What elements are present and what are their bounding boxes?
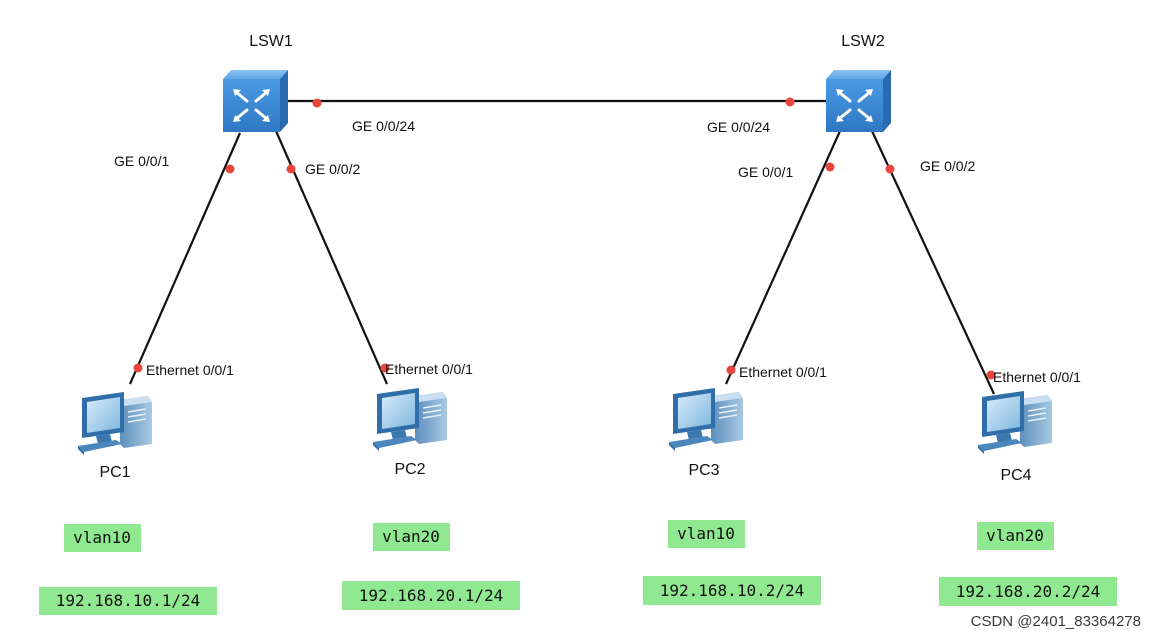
pc-icon <box>372 387 448 452</box>
vlan-tag-bg <box>373 523 450 551</box>
pc-pc3[interactable]: Ethernet 0/0/1 PC3 vlan10 192.168.10.2/2… <box>643 364 827 605</box>
pc-pc2[interactable]: Ethernet 0/0/1 PC2 vlan20 192.168.20.1/2… <box>342 361 520 610</box>
switch-lsw1[interactable]: LSW1 <box>221 33 293 134</box>
pc-port-label: Ethernet 0/0/1 <box>385 361 473 377</box>
vlan-tag: vlan10 <box>677 524 735 543</box>
pc-name: PC3 <box>688 462 719 479</box>
link-lsw1-pc1 <box>128 132 242 385</box>
pc-name: PC4 <box>1000 467 1031 484</box>
pc-port-label: Ethernet 0/0/1 <box>739 364 827 380</box>
ip-tag-bg <box>643 576 821 605</box>
ip-tag: 192.168.10.1/24 <box>56 591 201 610</box>
port-dot-lsw1-ge1 <box>225 164 235 174</box>
pc-name: PC2 <box>394 461 425 478</box>
pc-pc4[interactable]: Ethernet 0/0/1 PC4 vlan20 192.168.20.2/2… <box>939 369 1117 606</box>
ip-tag-bg <box>342 581 520 610</box>
pc-icon <box>977 390 1053 455</box>
port-dot-lsw2-ge1 <box>825 162 835 172</box>
vlan-tag-bg <box>977 522 1054 550</box>
port-dot-lsw2-ge2 <box>885 164 895 174</box>
port-label-lsw1-ge2: GE 0/0/2 <box>305 161 360 177</box>
port-dot-pc3-eth <box>726 365 736 375</box>
port-label-lsw2-ge1: GE 0/0/1 <box>738 164 793 180</box>
ip-tag-bg <box>939 577 1117 606</box>
port-dot-pc4-eth <box>986 370 996 380</box>
vlan-tag: vlan20 <box>986 526 1044 545</box>
port-label-lsw2-ge2: GE 0/0/2 <box>920 158 975 174</box>
port-label-lsw1-ge1: GE 0/0/1 <box>114 153 169 169</box>
switch-name: LSW1 <box>249 33 293 50</box>
layer3-switch-icon <box>824 68 893 134</box>
vlan-tag: vlan10 <box>73 528 131 547</box>
pc-name: PC1 <box>99 464 130 481</box>
ip-tag: 192.168.10.2/24 <box>660 581 805 600</box>
layer3-switch-icon <box>221 68 290 134</box>
link-lsw2-pc3 <box>724 130 842 385</box>
vlan-tag-bg <box>668 520 745 548</box>
pc-icon <box>77 391 153 456</box>
switch-lsw2[interactable]: LSW2 <box>824 33 893 134</box>
port-dots <box>133 97 996 380</box>
vlan-tag: vlan20 <box>382 527 440 546</box>
port-label-lsw1-ge24: GE 0/0/24 <box>352 118 415 134</box>
vlan-tag-bg <box>64 524 141 552</box>
watermark-text: CSDN @2401_83364278 <box>971 613 1141 630</box>
links-layer <box>128 99 995 395</box>
port-dot-lsw1-ge24 <box>312 98 322 108</box>
switch-name: LSW2 <box>841 33 885 50</box>
port-label-lsw2-ge24: GE 0/0/24 <box>707 119 770 135</box>
switch-port-labels: GE 0/0/24 GE 0/0/24 GE 0/0/1 GE 0/0/2 GE… <box>114 118 975 180</box>
port-dot-lsw1-ge2 <box>286 164 296 174</box>
link-lsw2-pc4 <box>871 130 995 395</box>
pc-pc1[interactable]: Ethernet 0/0/1 PC1 vlan10 192.168.10.1/2… <box>39 362 234 615</box>
ip-tag-bg <box>39 587 217 615</box>
ip-tag: 192.168.20.1/24 <box>359 586 504 605</box>
port-dot-pc1-eth <box>133 363 143 373</box>
pc-port-label: Ethernet 0/0/1 <box>993 369 1081 385</box>
port-dot-pc2-eth <box>380 363 390 373</box>
port-dot-lsw2-ge24 <box>785 97 795 107</box>
pc-port-label: Ethernet 0/0/1 <box>146 362 234 378</box>
ip-tag: 192.168.20.2/24 <box>956 582 1101 601</box>
link-lsw1-pc2 <box>274 130 389 385</box>
pc-icon <box>668 387 744 452</box>
